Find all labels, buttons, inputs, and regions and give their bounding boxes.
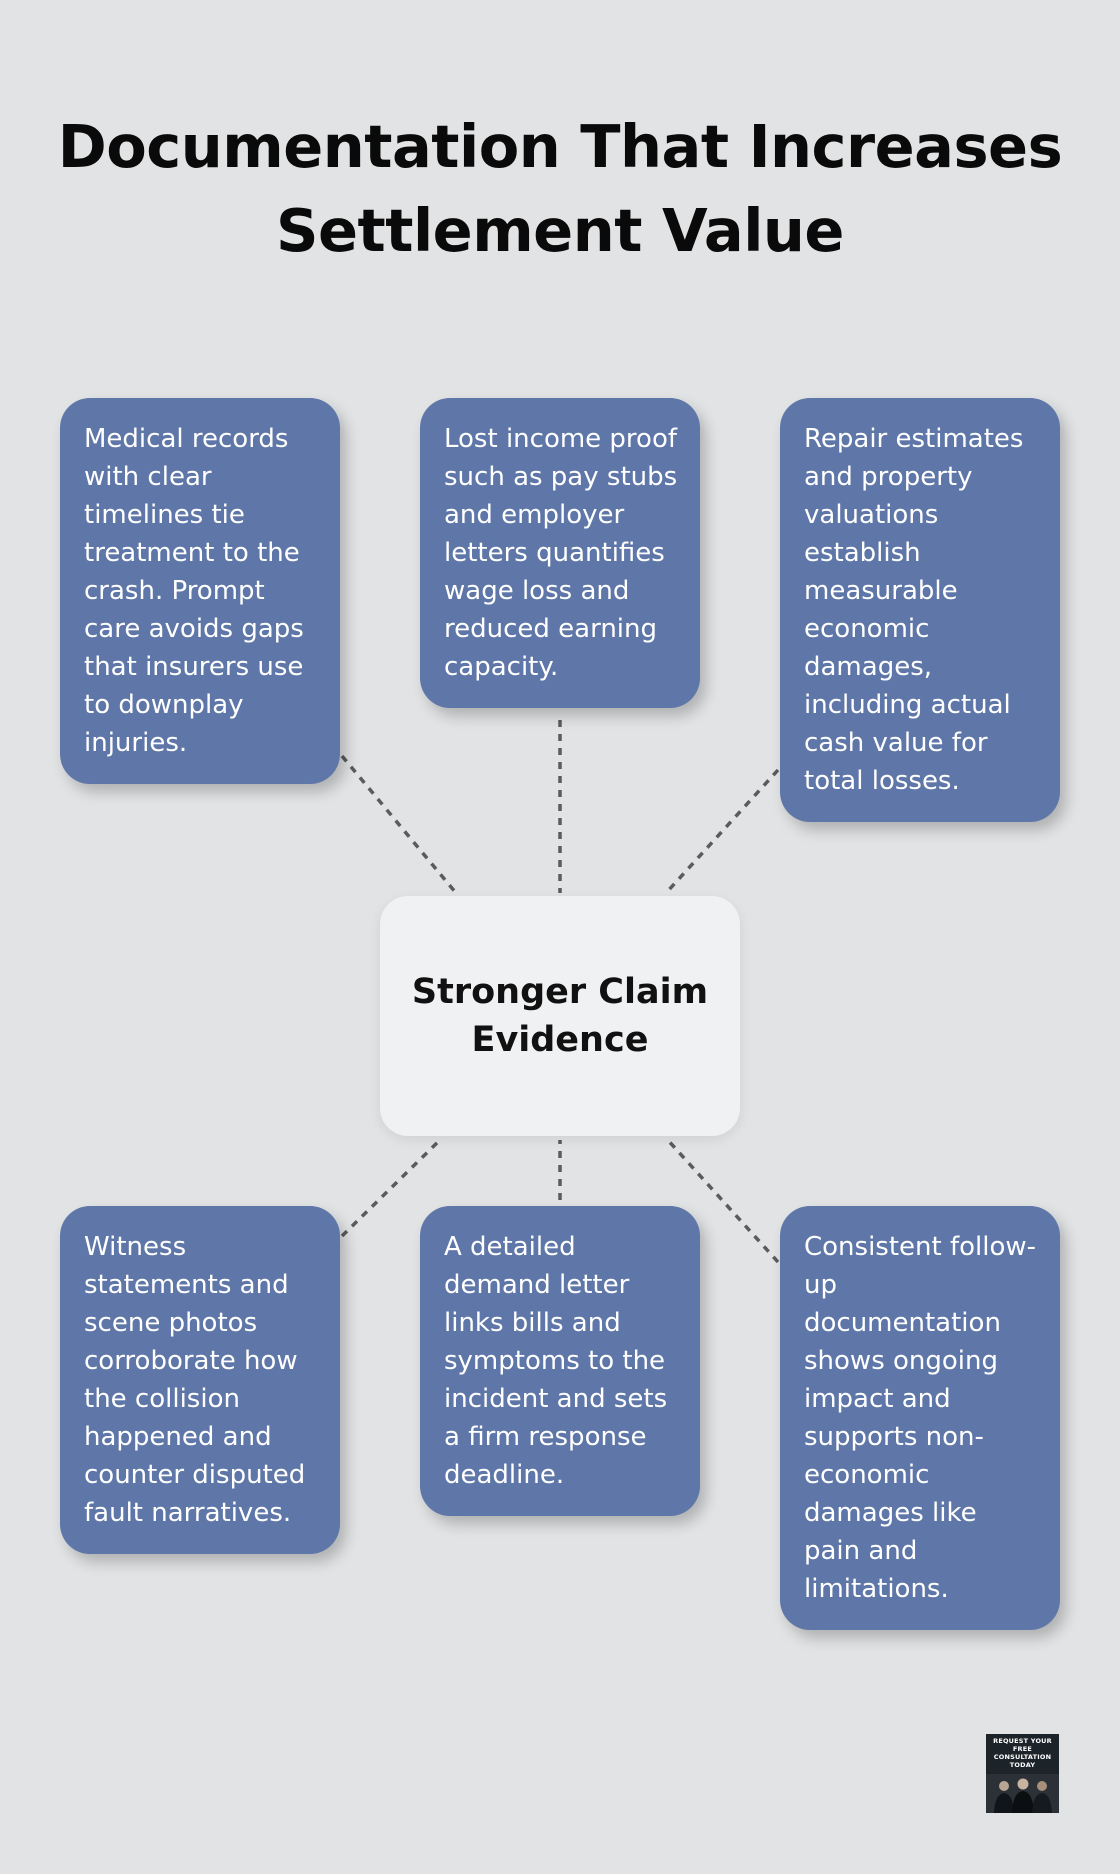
card-medical-records: Medical records with clear timelines tie… bbox=[60, 398, 340, 784]
card-text: Consistent follow-up documentation shows… bbox=[804, 1232, 1037, 1604]
page-title: Documentation That Increases Settlement … bbox=[57, 112, 1063, 265]
card-demand-letter: A detailed demand letter links bills and… bbox=[420, 1206, 700, 1516]
card-follow-up-documentation: Consistent follow-up documentation shows… bbox=[780, 1206, 1060, 1630]
card-text: Witness statements and scene photos corr… bbox=[84, 1232, 306, 1528]
card-witness-statements: Witness statements and scene photos corr… bbox=[60, 1206, 340, 1554]
card-repair-estimates: Repair estimates and property valuations… bbox=[780, 398, 1060, 822]
connector-medical-records bbox=[340, 754, 458, 895]
card-text: Repair estimates and property valuations… bbox=[804, 424, 1024, 796]
card-text: Medical records with clear timelines tie… bbox=[84, 424, 304, 758]
connector-repair-estimates bbox=[664, 768, 780, 895]
card-text: A detailed demand letter links bills and… bbox=[444, 1232, 668, 1490]
center-label: Stronger Claim Evidence bbox=[411, 972, 709, 1060]
center-node: Stronger Claim Evidence bbox=[380, 896, 740, 1136]
card-text: Lost income proof such as pay stubs and … bbox=[444, 424, 678, 682]
consultation-badge[interactable]: REQUEST YOUR FREE CONSULTATION TODAY bbox=[986, 1734, 1059, 1813]
badge-text: REQUEST YOUR FREE CONSULTATION TODAY bbox=[993, 1737, 1052, 1769]
attorneys-photo-icon bbox=[986, 1774, 1059, 1813]
card-lost-income: Lost income proof such as pay stubs and … bbox=[420, 398, 700, 708]
connector-witness-statements bbox=[340, 1136, 444, 1238]
